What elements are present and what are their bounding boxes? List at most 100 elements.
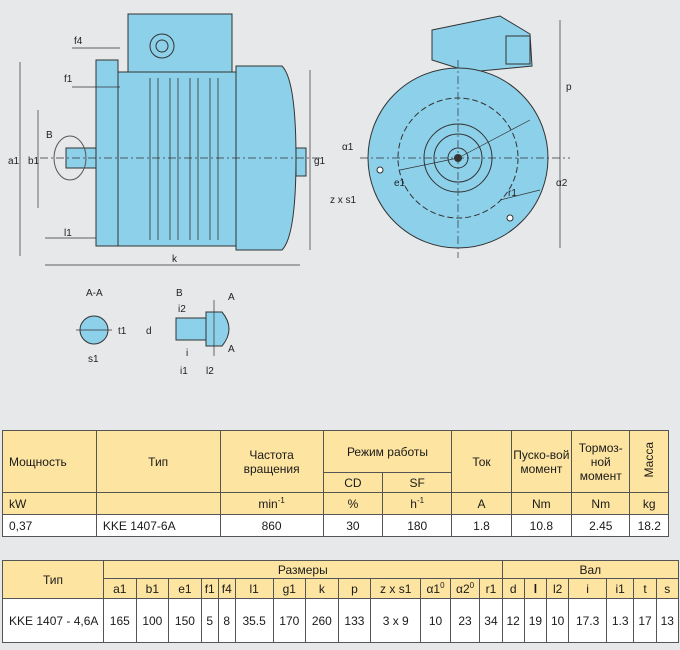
col-dim: r1 xyxy=(479,578,503,599)
unit-brake-torque: Nm xyxy=(571,492,631,515)
col-shaft-dim: t xyxy=(633,578,657,599)
unit-type xyxy=(95,492,221,515)
col-shaft-dim: l xyxy=(523,578,548,599)
val-sf: 180 xyxy=(382,514,453,537)
val-shaft-dim: 10 xyxy=(546,598,570,643)
val-current: 1.8 xyxy=(451,514,512,537)
dim-f1: f1 xyxy=(64,74,73,85)
col-shaft-dim: d xyxy=(501,578,525,599)
col-dim: a1 xyxy=(103,578,137,599)
col-dim: p xyxy=(337,578,372,599)
col-shaft-dim: i1 xyxy=(605,578,635,599)
dim-e1: e1 xyxy=(394,178,406,189)
section-a-mark-bottom: A xyxy=(228,344,235,355)
dim-alpha1: α1 xyxy=(342,142,354,153)
col-cd: CD xyxy=(322,472,384,493)
col-speed: Частота вращения xyxy=(219,430,324,493)
dim-p: p xyxy=(566,82,572,93)
detail-b: B i2 d i i1 l2 A A xyxy=(146,288,235,377)
col-dim: z x s1 xyxy=(370,578,422,599)
col-dim: b1 xyxy=(135,578,170,599)
val-type: KKE 1407-6A xyxy=(95,514,221,537)
col-dim: f4 xyxy=(217,578,236,599)
col-power: Мощность xyxy=(2,430,97,493)
dim-a1: a1 xyxy=(8,156,20,167)
dim-s1: s1 xyxy=(88,354,99,365)
unit-sf: h-1 xyxy=(382,492,453,515)
col-shaft-dim: i xyxy=(568,578,607,599)
val-dim: 8 xyxy=(217,598,236,643)
dim-d: d xyxy=(146,326,152,337)
val-dim: 10 xyxy=(420,598,451,643)
unit-mass: kg xyxy=(629,492,669,515)
col-current: Ток xyxy=(451,430,512,493)
flange xyxy=(95,59,119,247)
section-aa: A-A t1 s1 xyxy=(76,288,127,365)
val-shaft-dim: 13 xyxy=(655,598,680,643)
dim-i1: i1 xyxy=(180,366,188,377)
col-mass: Масса xyxy=(629,430,669,493)
dim-i: i xyxy=(186,348,188,359)
col-type: Тип xyxy=(95,430,221,493)
val-mass: 18.2 xyxy=(629,514,669,537)
val-dim: 260 xyxy=(305,598,339,643)
unit-start-torque: Nm xyxy=(510,492,573,515)
col-shaft: Вал xyxy=(501,560,680,579)
dim-l2: l2 xyxy=(206,366,214,377)
dim-t1: t1 xyxy=(118,326,127,337)
col-brake-torque: Тормоз-ной момент xyxy=(571,430,631,493)
val-start-torque: 10.8 xyxy=(510,514,573,537)
unit-current: A xyxy=(451,492,512,515)
col-dim: k xyxy=(305,578,339,599)
val-speed: 860 xyxy=(219,514,324,537)
dim-l1: l1 xyxy=(64,228,72,239)
val-dim: 23 xyxy=(449,598,481,643)
dim-f4: f4 xyxy=(74,36,83,47)
val-power: 0,37 xyxy=(2,514,97,537)
col-sf: SF xyxy=(382,472,453,493)
val-dim: 100 xyxy=(135,598,170,643)
val-shaft-dim: 17 xyxy=(633,598,657,643)
col-dim: f1 xyxy=(200,578,219,599)
col-shaft-dim: l2 xyxy=(546,578,570,599)
unit-power: kW xyxy=(2,492,97,515)
unit-speed: min-1 xyxy=(219,492,324,515)
dim-i2: i2 xyxy=(178,304,186,315)
val-dim: 133 xyxy=(337,598,372,643)
val-brake-torque: 2.45 xyxy=(571,514,631,537)
val-dim: 5 xyxy=(200,598,219,643)
val-shaft-dim: 12 xyxy=(501,598,525,643)
val-dim: 165 xyxy=(103,598,137,643)
val-dim: 170 xyxy=(272,598,307,643)
col-dim: g1 xyxy=(272,578,307,599)
dim-g1: g1 xyxy=(314,156,326,167)
val-type2: KKE 1407 - 4,6A xyxy=(2,598,104,643)
dim-b1: b1 xyxy=(28,156,40,167)
val-dim: 35.5 xyxy=(234,598,274,643)
section-a-mark-top: A xyxy=(228,292,235,303)
col-type2: Тип xyxy=(2,560,104,599)
col-dims: Размеры xyxy=(103,560,503,579)
val-cd: 30 xyxy=(322,514,384,537)
col-dim: l1 xyxy=(234,578,274,599)
detail-b-title: B xyxy=(176,288,183,299)
val-shaft-dim: 17.3 xyxy=(568,598,607,643)
dim-k: k xyxy=(172,254,178,265)
unit-cd: % xyxy=(322,492,384,515)
col-mode: Режим работы xyxy=(322,430,453,473)
col-dim: e1 xyxy=(168,578,202,599)
dim-alpha2: α2 xyxy=(556,178,568,189)
val-shaft-dim: 19 xyxy=(523,598,548,643)
motor-spec-table: Мощность Тип Частота вращения Режим рабо… xyxy=(2,430,669,537)
dim-zxs1: z x s1 xyxy=(330,195,357,206)
side-view: f4 f1 B a1 b1 l1 k g1 xyxy=(8,13,326,266)
val-dim: 3 x 9 xyxy=(370,598,422,643)
col-shaft-dim: s xyxy=(655,578,680,599)
section-aa-title: A-A xyxy=(86,288,103,299)
front-view: p α1 α2 e1 r1 z x s1 xyxy=(330,15,572,258)
val-dim: 34 xyxy=(479,598,503,643)
col-start-torque: Пуско-вой момент xyxy=(510,430,573,493)
view-b-label: B xyxy=(46,130,53,141)
dim-r1: r1 xyxy=(508,188,517,199)
